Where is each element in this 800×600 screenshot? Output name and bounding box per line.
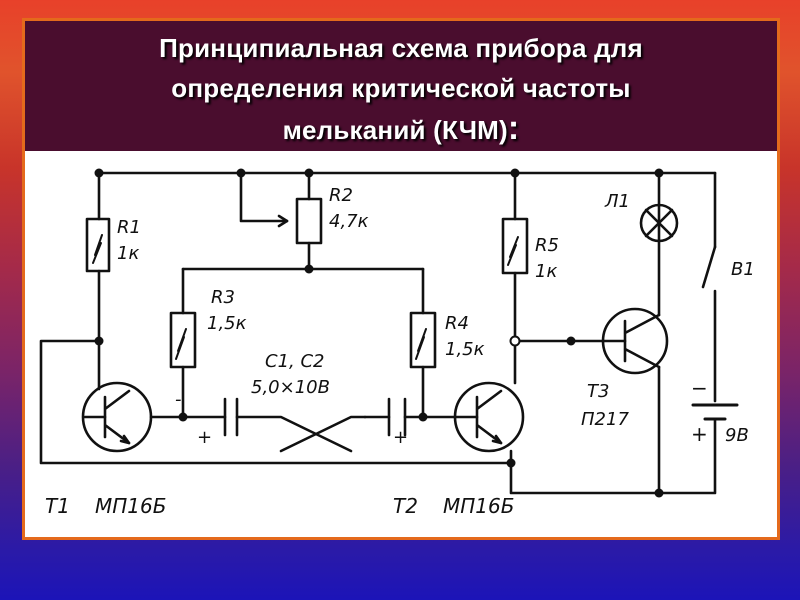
junction-dots: [94, 168, 664, 498]
battery-minus: −: [691, 376, 708, 400]
r1-value: 1к: [117, 243, 139, 264]
lamp-l1: [639, 203, 679, 243]
t2-type: МП16Б: [443, 494, 514, 518]
r2-label: R2: [329, 185, 353, 206]
battery: [691, 403, 739, 421]
battery-label: 9В: [725, 425, 749, 446]
t1-type: МП16Б: [95, 494, 166, 518]
t2-emitter-wire: [509, 449, 661, 495]
r1-label: R1: [117, 217, 141, 238]
c1-capacitor: [223, 397, 239, 437]
r2-value: 4,7к: [329, 211, 369, 232]
title-line-3-wrap: мельканий (КЧМ):: [25, 108, 777, 150]
c1c2-label: C1, C2: [265, 351, 324, 372]
r3-resistor: [169, 311, 197, 369]
t3-type: П217: [581, 409, 629, 430]
title-colon: :: [507, 109, 520, 147]
r4-label: R4: [445, 313, 469, 334]
r1-resistor: [85, 217, 111, 273]
r5-label: R5: [535, 235, 559, 256]
b1-switch: [701, 245, 717, 403]
t2-label: Т2: [393, 494, 418, 518]
t1-left-loop: [39, 339, 513, 465]
t3-label: Т3: [587, 381, 609, 402]
slide-title: Принципиальная схема прибора для определ…: [25, 28, 777, 150]
c2-capacitor: [387, 397, 407, 437]
c1-minus: -: [175, 389, 182, 410]
r2-resistor: [295, 197, 323, 245]
title-panel: [25, 21, 777, 151]
r5-resistor: [501, 217, 529, 275]
circuit-schematic: R1 1к R2 4,7к R3 1,5к R4 1,5к R5 1к C1, …: [39, 168, 755, 518]
r4-value: 1,5к: [445, 339, 485, 360]
r3-label: R3: [211, 287, 235, 308]
slide-frame: [22, 18, 780, 540]
switch-label: В1: [731, 259, 755, 280]
battery-wire: [657, 417, 717, 495]
r5-value: 1к: [535, 261, 557, 282]
c2-plus: +: [393, 427, 408, 448]
title-line-2: определения критической частоты: [171, 73, 631, 103]
cross-wires: [181, 411, 425, 453]
r3-value: 1,5к: [207, 313, 247, 334]
title-line-3: мельканий (КЧМ): [282, 115, 508, 145]
r4-resistor: [409, 311, 437, 369]
title-line-1: Принципиальная схема прибора для: [159, 33, 643, 63]
c-value: 5,0×10В: [251, 377, 330, 398]
lamp-label: Л1: [604, 191, 630, 212]
battery-plus: +: [691, 422, 708, 446]
r2-wiper: [239, 171, 289, 223]
c1-plus: +: [197, 427, 212, 448]
t1-label: Т1: [45, 494, 70, 518]
